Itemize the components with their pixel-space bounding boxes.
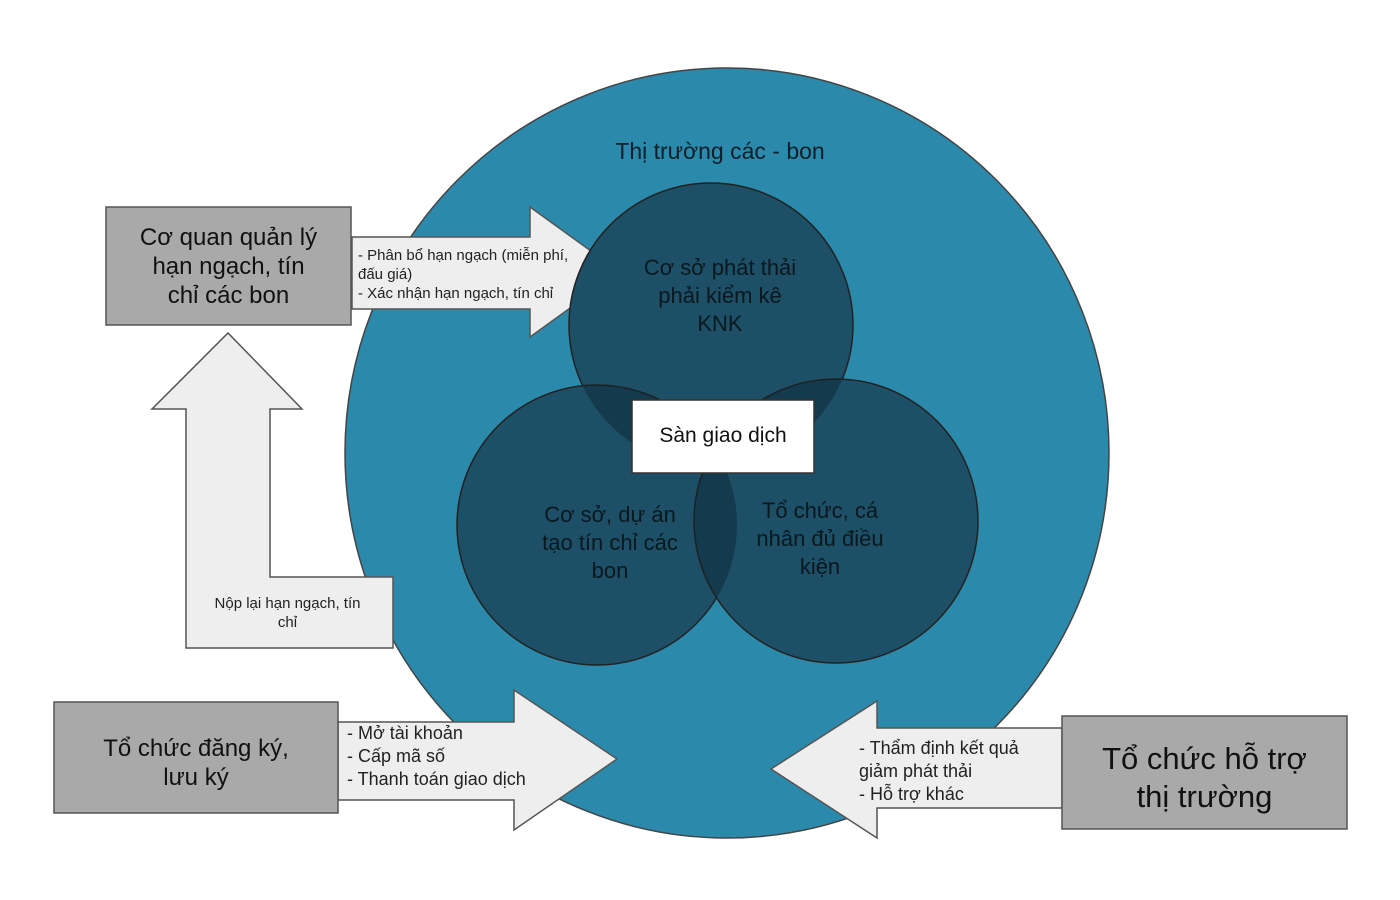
registry-services-label: - Mở tài khoản - Cấp mã số - Thanh toán … (347, 723, 526, 789)
market-title: Thị trường các - bon (615, 138, 825, 164)
credit-projects-label: Cơ sở, dự án tạo tín chỉ các bon (542, 502, 678, 583)
support-box (1061, 715, 1348, 830)
emitters-circle-label: Cơ sở phát thải phải kiểm kê KNK (643, 255, 797, 336)
surrender-arrow (150, 331, 394, 649)
quota-authority-box (105, 206, 352, 326)
registry-label: Tổ chức đăng ký, lưu ký (103, 735, 289, 791)
exchange-box (631, 399, 815, 474)
support-services-label: - Thẩm định kết quả giảm phát thải - Hỗ … (859, 738, 1019, 804)
registry-services-arrow (337, 688, 619, 832)
exchange-label: Sàn giao dịch (659, 424, 787, 447)
quota-authority-label: Cơ quan quản lý hạn ngạch, tín chỉ các b… (139, 224, 318, 309)
support-services-arrow (769, 699, 1063, 840)
registry-box (53, 701, 339, 814)
eligible-entities-label: Tổ chức, cá nhân đủ điều kiện (756, 498, 884, 579)
allocation-arrow-label: - Phân bổ hạn ngạch (miễn phí, đấu giá) … (358, 247, 569, 302)
surrender-arrow-label: Nộp lại hạn ngạch, tín chỉ (214, 595, 361, 631)
support-label: Tổ chức hỗ trợ thị trường (1102, 741, 1307, 814)
